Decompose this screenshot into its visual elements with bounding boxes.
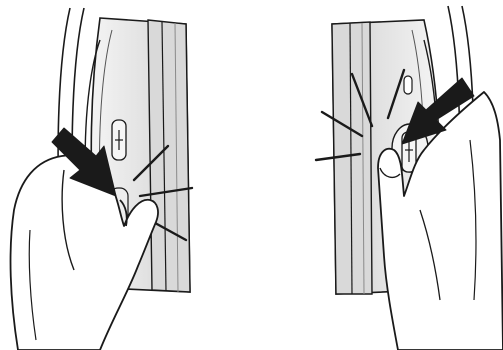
right-panel [316, 6, 503, 350]
left-panel [11, 8, 192, 350]
